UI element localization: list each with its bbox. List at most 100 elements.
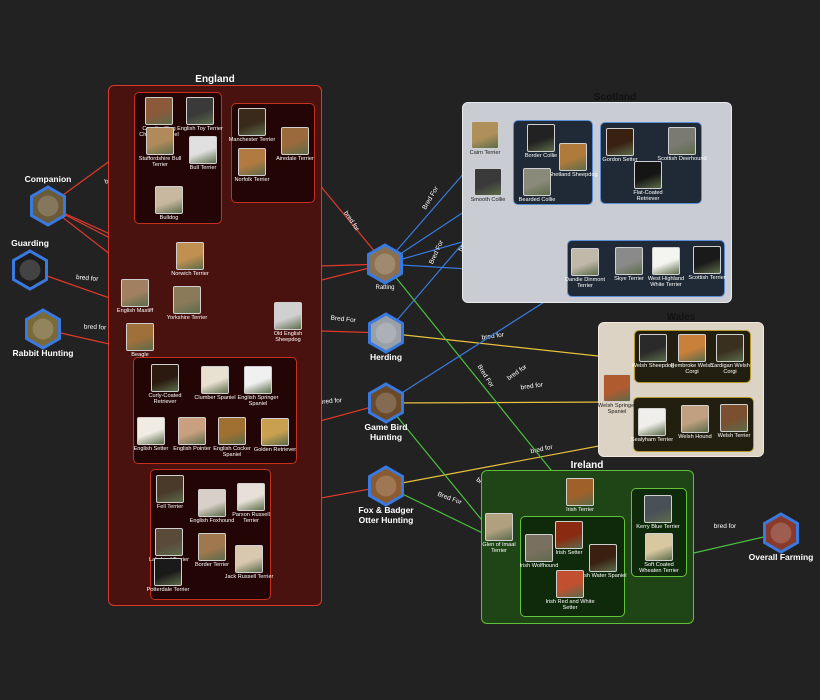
breed-node-deerhound[interactable]: Scottish Deerhound [657, 127, 707, 162]
purpose-hexagon [763, 512, 799, 554]
edge-label: bred for [76, 274, 100, 283]
breed-photo [606, 128, 634, 156]
breed-photo [201, 366, 229, 394]
purpose-hexagon [25, 308, 61, 350]
breed-node-pointer[interactable]: English Pointer [167, 417, 217, 452]
purpose-node-farming[interactable] [760, 512, 802, 554]
breed-label: Dandie Dinmont Terrier [564, 277, 606, 290]
breed-node-scottish[interactable]: Scottish Terrier [682, 246, 732, 281]
breed-node-bulldog[interactable]: Bulldog [144, 186, 194, 221]
purpose-image [19, 259, 41, 281]
breed-node-cairn[interactable]: Cairn Terrier [460, 121, 510, 156]
breed-node-golden[interactable]: Golden Retriever [250, 418, 300, 453]
breed-node-westie[interactable]: West Highland White Terrier [641, 247, 691, 289]
breed-node-wheaten[interactable]: Soft Coated Wheaten Terrier [634, 533, 684, 575]
breed-label: Old English Sheepdog [273, 331, 303, 344]
breed-node-pembroke[interactable]: Pembroke Welsh Corgi [667, 334, 717, 376]
breed-node-welshterrier[interactable]: Welsh Terrier [709, 404, 759, 439]
breed-label: Skye Terrier [614, 276, 644, 282]
breed-photo [645, 533, 673, 561]
edge-label: bred for [506, 363, 529, 382]
breed-node-cardigan[interactable]: Cardigan Welsh Corgi [705, 334, 755, 376]
breed-label: Yorkshire Terrier [166, 315, 208, 321]
breed-node-fell[interactable]: Fell Terrier [145, 475, 195, 510]
breed-node-patterdale[interactable]: Potterdale Terrier [143, 558, 193, 593]
purpose-image [375, 322, 397, 344]
breed-node-bearded[interactable]: Bearded Collie [512, 168, 562, 203]
edge-fox-glen[interactable] [385, 485, 500, 542]
breed-node-bordercollie[interactable]: Border Collie [516, 124, 566, 159]
breed-node-springer[interactable]: English Springer Spaniel [233, 366, 283, 408]
breed-photo [639, 334, 667, 362]
purpose-label-herding: Herding [369, 352, 403, 362]
purpose-node-gamebird[interactable] [365, 382, 407, 424]
breed-label: Bull Terrier [189, 165, 217, 171]
breed-node-cocker[interactable]: English Cocker Spaniel [207, 417, 257, 459]
breed-node-irishsetter[interactable]: Irish Setter [544, 521, 594, 556]
breed-label: Irish Wolfhound [519, 563, 559, 569]
breed-photo [235, 545, 263, 573]
breed-node-englishsetter[interactable]: English Setter [126, 417, 176, 452]
breed-label: Irish Setter [555, 550, 583, 556]
breed-photo [523, 168, 551, 196]
edge-gamebird-glen[interactable] [385, 402, 500, 542]
breed-photo [281, 127, 309, 155]
breed-node-gordon[interactable]: Gordon Setter [595, 128, 645, 163]
breed-node-border[interactable]: Border Terrier [187, 533, 237, 568]
breed-label: English Mastiff [116, 308, 154, 314]
breed-node-shetland[interactable]: Shetland Sheepdog [548, 143, 598, 178]
breed-node-redwhite[interactable]: Irish Red and White Setter [545, 570, 595, 612]
breed-node-englishtoy[interactable]: English Toy Terrier [175, 97, 225, 132]
breed-node-foxhound[interactable]: English Foxhound [187, 489, 237, 524]
purpose-node-herding[interactable] [365, 312, 407, 354]
breed-node-irishwater[interactable]: Irish Water Spaniel [578, 544, 628, 579]
breed-node-kerry[interactable]: Kerry Blue Terrier [633, 495, 683, 530]
breed-node-norfolk[interactable]: Norfolk Terrier [227, 148, 277, 183]
breed-node-bullterrier[interactable]: Bull Terrier [178, 136, 228, 171]
purpose-node-companion[interactable] [27, 185, 69, 227]
purpose-node-guarding[interactable] [9, 249, 51, 291]
breed-photo [485, 513, 513, 541]
purpose-label-companion: Companion [24, 174, 72, 184]
breed-node-welshsheepdog[interactable]: Welsh Sheepdog [628, 334, 678, 369]
breed-node-curlycoated[interactable]: Curly-Coated Retriever [140, 364, 190, 406]
breed-photo [244, 366, 272, 394]
breed-node-airedale[interactable]: Airedale Terrier [270, 127, 320, 162]
breed-node-dandie[interactable]: Dandie Dinmont Terrier [560, 248, 610, 290]
breed-photo [238, 148, 266, 176]
purpose-image [375, 475, 397, 497]
breed-node-manchester[interactable]: Manchester Terrier [227, 108, 277, 143]
breed-photo [555, 521, 583, 549]
breed-node-skye[interactable]: Skye Terrier [604, 247, 654, 282]
breed-node-norwich[interactable]: Norwich Terrier [165, 242, 215, 277]
breed-node-staffie[interactable]: Staffordshire Bull Terrier [135, 127, 185, 169]
breed-node-irishterrier[interactable]: Irish Terrier [555, 478, 605, 513]
breed-photo [198, 489, 226, 517]
purpose-node-ratting[interactable] [364, 243, 406, 285]
breed-node-glen[interactable]: Glen of Imaal Terrier [474, 513, 524, 555]
breed-node-sealyham[interactable]: Sealyham Terrier [627, 408, 677, 443]
breed-photo [154, 558, 182, 586]
breed-node-parson[interactable]: Parson Russell Terrier [226, 483, 276, 525]
breed-node-smoothcollie[interactable]: Smooth Collie [463, 168, 513, 203]
breed-node-oldenglish[interactable]: Old English Sheepdog [263, 302, 313, 344]
breed-node-jackrussell[interactable]: Jack Russell Terrier [224, 545, 274, 580]
breed-photo [644, 495, 672, 523]
breed-node-mastiff[interactable]: English Mastiff [110, 279, 160, 314]
purpose-hexagon [368, 465, 404, 507]
breed-node-wolfhound[interactable]: Irish Wolfhound [514, 534, 564, 569]
purpose-node-rabbit[interactable] [22, 308, 64, 350]
edge-gamebird-welshspringer[interactable] [385, 401, 618, 404]
breed-node-welshhound[interactable]: Welsh Hound [670, 405, 720, 440]
breed-node-yorkshire[interactable]: Yorkshire Terrier [162, 286, 212, 321]
purpose-node-fox[interactable] [365, 465, 407, 507]
breed-label: Bearded Collie [518, 197, 556, 203]
breed-photo [720, 404, 748, 432]
breed-photo [238, 108, 266, 136]
breed-node-clumber[interactable]: Clumber Spaniel [190, 366, 240, 401]
breed-node-beagle[interactable]: Beagle [115, 323, 165, 358]
edge-ratting-irishterrier[interactable] [384, 263, 581, 507]
breed-node-flatcoated[interactable]: Flat-Coated Retriever [623, 161, 673, 203]
breed-node-welshspringer[interactable]: Welsh Springer Spaniel [592, 374, 642, 416]
